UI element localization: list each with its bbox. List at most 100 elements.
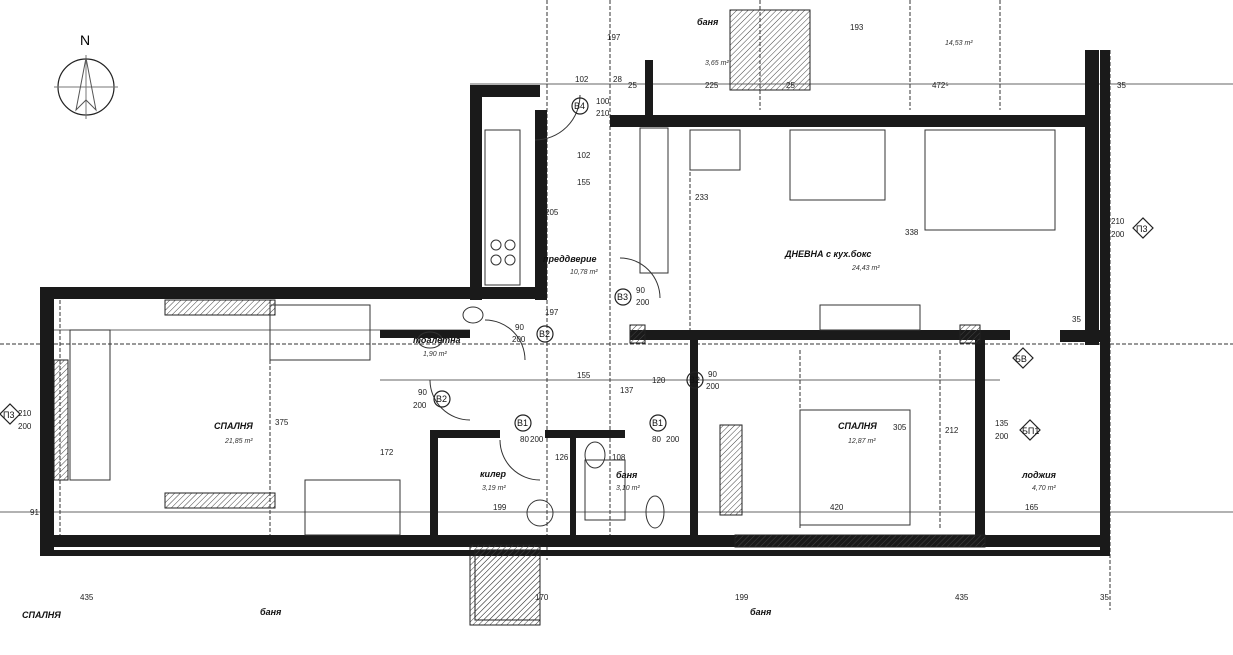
svg-text:305: 305: [893, 423, 907, 432]
svg-text:B1: B1: [652, 418, 663, 428]
svg-text:102: 102: [577, 151, 591, 160]
svg-text:B1: B1: [517, 418, 528, 428]
svg-text:165: 165: [1025, 503, 1039, 512]
svg-text:199: 199: [493, 503, 507, 512]
svg-text:472⁵: 472⁵: [932, 81, 949, 90]
svg-text:225: 225: [705, 81, 719, 90]
svg-text:210: 210: [18, 409, 32, 418]
svg-text:120: 120: [652, 376, 666, 385]
walls: [40, 9, 1110, 626]
svg-text:197: 197: [545, 308, 559, 317]
svg-text:24,43 m²: 24,43 m²: [851, 265, 880, 272]
svg-text:210: 210: [596, 109, 610, 118]
svg-text:БВ: БВ: [1015, 354, 1027, 364]
furniture: [69, 94, 1056, 536]
svg-text:200: 200: [995, 432, 1009, 441]
svg-text:200: 200: [1111, 230, 1125, 239]
svg-text:3,19 m²: 3,19 m²: [482, 485, 506, 492]
svg-text:212: 212: [945, 426, 959, 435]
svg-text:91: 91: [30, 508, 39, 517]
svg-text:90: 90: [708, 370, 717, 379]
svg-text:ДНЕВНА с кух.бокс: ДНЕВНА с кух.бокс: [784, 249, 871, 259]
svg-text:155: 155: [577, 371, 591, 380]
window-tag: БП1 135 200: [995, 419, 1041, 441]
svg-text:200: 200: [666, 435, 680, 444]
svg-text:тоалетна: тоалетна: [413, 335, 461, 345]
room-living-kitchen: ДНЕВНА с кух.бокс 24,43 m²: [784, 249, 880, 272]
svg-text:3,65 m²: 3,65 m²: [705, 60, 729, 67]
svg-text:338: 338: [905, 228, 919, 237]
svg-text:12,87 m²: 12,87 m²: [848, 438, 876, 445]
svg-text:108: 108: [612, 453, 626, 462]
door-tag: B2 90 200: [686, 370, 720, 391]
svg-text:35: 35: [1072, 315, 1081, 324]
svg-text:375: 375: [275, 418, 289, 427]
svg-text:П3: П3: [1136, 224, 1147, 234]
svg-text:1,90 m²: 1,90 m²: [423, 351, 447, 358]
svg-text:БП1: БП1: [1022, 426, 1039, 436]
svg-text:170: 170: [535, 593, 549, 602]
window-tags: П3 210 200 П3 210 200 БП1 135 200: [0, 217, 1154, 441]
room-bedroom-small: СПАЛНЯ 12,87 m²: [838, 421, 877, 445]
svg-text:199: 199: [735, 593, 749, 602]
room-top-right: 14,53 m²: [945, 40, 973, 47]
svg-text:135: 135: [995, 419, 1009, 428]
svg-text:14,53 m²: 14,53 m²: [945, 40, 973, 47]
svg-text:102: 102: [575, 75, 589, 84]
svg-text:килер: килер: [480, 469, 507, 479]
svg-text:200: 200: [706, 382, 720, 391]
compass-label: N: [80, 32, 90, 48]
svg-text:126: 126: [555, 453, 569, 462]
north-arrow-icon: N: [54, 32, 118, 119]
room-hallway: преддверие 10,78 m²: [543, 254, 598, 276]
room-loggia: лоджия 4,70 m²: [1021, 470, 1057, 492]
svg-text:100: 100: [596, 97, 610, 106]
neighbor-label: баня: [260, 607, 282, 617]
room-storage: килер 3,19 m²: [480, 469, 507, 492]
door-tag: B4 100 210: [571, 97, 610, 118]
svg-text:35: 35: [1117, 81, 1126, 90]
svg-text:преддверие: преддверие: [543, 254, 596, 264]
svg-text:B4: B4: [574, 101, 585, 111]
svg-text:28: 28: [613, 75, 622, 84]
svg-text:200: 200: [18, 422, 32, 431]
room-bathroom: баня 3,10 m²: [616, 470, 640, 492]
svg-text:3,10 m²: 3,10 m²: [616, 485, 640, 492]
svg-text:90: 90: [418, 388, 427, 397]
dimension-labels: 102 28 25 225 25 472⁵ 35 102 155 197 193…: [30, 23, 1126, 602]
room-toilet: тоалетна 1,90 m²: [413, 335, 461, 358]
neighbor-label: баня: [750, 607, 772, 617]
svg-text:233: 233: [695, 193, 709, 202]
door-tag: БВ: [1012, 347, 1034, 369]
svg-text:СПАЛНЯ: СПАЛНЯ: [214, 421, 253, 431]
svg-text:4,70 m²: 4,70 m²: [1032, 485, 1056, 492]
svg-text:200: 200: [512, 335, 526, 344]
svg-text:137: 137: [620, 386, 634, 395]
svg-text:200: 200: [530, 435, 544, 444]
svg-text:лоджия: лоджия: [1021, 470, 1057, 480]
svg-text:25: 25: [628, 81, 637, 90]
svg-text:СПАЛНЯ: СПАЛНЯ: [838, 421, 877, 431]
door-tag: B1 80 200: [649, 414, 680, 444]
window-tag: П3 210 200: [0, 403, 32, 431]
svg-text:B2: B2: [539, 329, 550, 339]
svg-text:80: 80: [652, 435, 661, 444]
svg-text:10,78 m²: 10,78 m²: [570, 269, 598, 276]
svg-text:90: 90: [515, 323, 524, 332]
svg-text:B2: B2: [689, 375, 700, 385]
svg-text:155: 155: [577, 178, 591, 187]
svg-text:B3: B3: [617, 292, 628, 302]
svg-text:баня: баня: [616, 470, 638, 480]
svg-text:П3: П3: [3, 410, 14, 420]
svg-text:435: 435: [955, 593, 969, 602]
svg-text:193: 193: [850, 23, 864, 32]
svg-text:172: 172: [380, 448, 394, 457]
svg-text:21,85 m²: 21,85 m²: [224, 438, 253, 445]
